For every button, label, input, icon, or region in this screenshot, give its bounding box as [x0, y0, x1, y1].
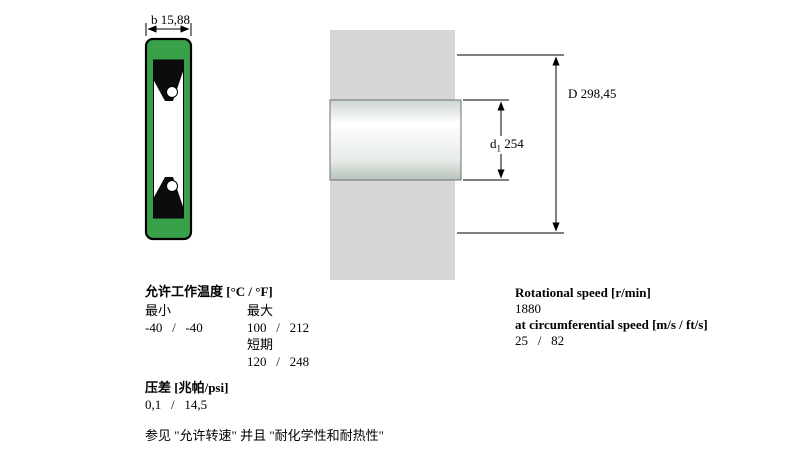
temperature-max-value: 100 / 212 [247, 320, 310, 335]
shaft [329, 99, 462, 181]
operating-specs: 允许工作温度 [°C / °F] 最小 最大 -40 / -40 100 / 2… [145, 283, 475, 444]
pressure-title: 压差 [兆帕/psi] [145, 380, 229, 395]
seal-bottom-spring [166, 180, 178, 192]
dim-d1-label: d1 254 [487, 136, 527, 154]
temperature-short-term-label: 短期 [247, 337, 274, 352]
temperature-min-value: -40 / -40 [145, 320, 203, 335]
rotational-speed-label: Rotational speed [r/min] [515, 285, 651, 300]
reference-note: 参见 "允许转速" 并且 "耐化学性和耐热性" [145, 428, 384, 443]
dim-b-label: b 15,88 [151, 12, 190, 27]
circumferential-speed-value: 25 / 82 [515, 333, 565, 348]
pressure-value: 0,1 / 14,5 [145, 397, 208, 412]
temperature-table: 最小 最大 -40 / -40 100 / 212 短期 120 / 248 [145, 302, 475, 370]
temperature-title: 允许工作温度 [°C / °F] [145, 284, 273, 299]
d1-symbol: d [490, 136, 497, 151]
circumferential-speed-label: at circumferential speed [m/s / ft/s] [515, 317, 708, 332]
d1-subscript: 1 [496, 143, 502, 154]
temperature-min-label: 最小 [145, 303, 172, 318]
temperature-max-label: 最大 [247, 303, 274, 318]
d1-value: 254 [504, 136, 524, 151]
speed-specs: Rotational speed [r/min] 1880 at circumf… [515, 285, 775, 349]
temperature-short-term-value: 120 / 248 [247, 354, 310, 369]
rotational-speed-value: 1880 [515, 301, 541, 316]
seal-cross-section [144, 37, 193, 241]
pressure-section: 压差 [兆帕/psi] 0,1 / 14,5 [145, 379, 475, 413]
seal-top-spring [166, 86, 178, 98]
dim-D-label: D 298,45 [568, 86, 617, 101]
